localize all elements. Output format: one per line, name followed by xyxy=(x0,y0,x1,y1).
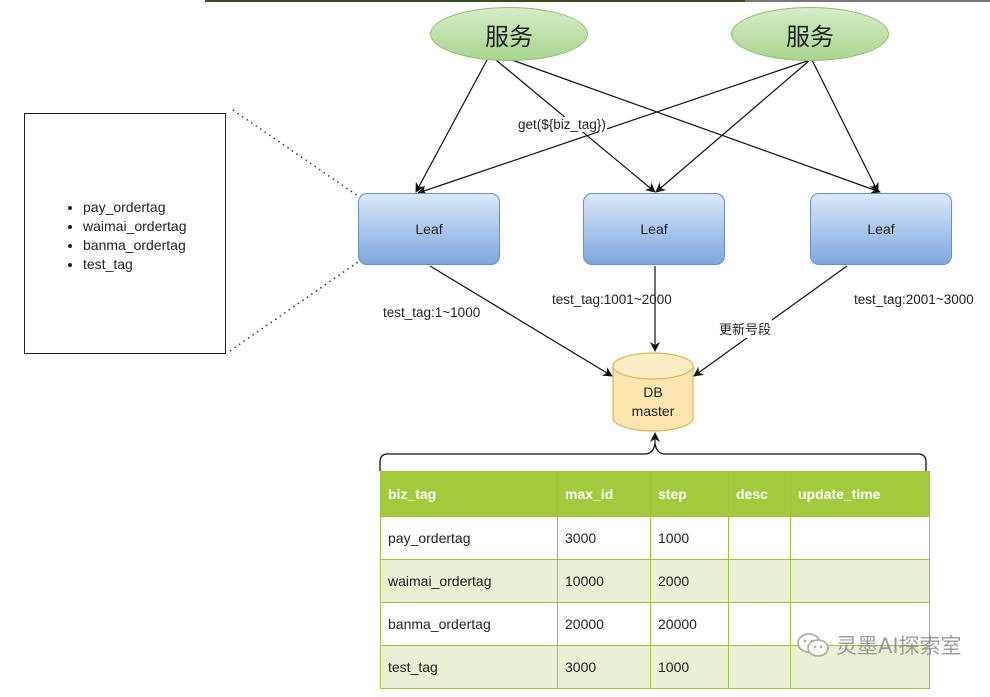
column-header: max_id xyxy=(557,471,651,517)
table-cell: test_tag xyxy=(380,645,558,689)
list-item: waimai_ordertag xyxy=(83,217,187,236)
top-border-gray xyxy=(745,0,990,2)
edge-leaf1-db xyxy=(429,265,613,377)
table-header-row: biz_tag max_id step desc update_time xyxy=(380,471,930,517)
column-header: update_time xyxy=(790,471,930,517)
leaf-label: Leaf xyxy=(867,221,895,237)
biz-tag-list: pay_ordertag waimai_ordertag banma_order… xyxy=(63,198,187,274)
edge-svc2-leaf3 xyxy=(811,59,879,193)
column-header: step xyxy=(650,471,729,517)
service-node-2: 服务 xyxy=(731,7,889,61)
edge-label-update-segment: 更新号段 xyxy=(718,319,773,338)
table-cell: 3000 xyxy=(557,645,651,689)
list-item: test_tag xyxy=(83,255,187,274)
edge-svc2-leaf1 xyxy=(417,59,811,195)
database-cylinder-icon xyxy=(612,352,694,432)
table-cell: waimai_ordertag xyxy=(380,559,558,603)
table-cell xyxy=(728,516,791,560)
edge-label-leaf2-range: test_tag:1001~2000 xyxy=(552,292,672,307)
leaf-node-3: Leaf xyxy=(810,193,952,265)
database-label: DB master xyxy=(612,383,694,421)
edge-label-leaf1-range: test_tag:1~1000 xyxy=(382,305,482,320)
column-header: desc xyxy=(728,471,791,517)
table-cell xyxy=(790,516,930,560)
edge-label-get: get(${biz_tag}) xyxy=(517,117,607,132)
table-cell: 3000 xyxy=(557,516,651,560)
table-cell xyxy=(728,602,791,646)
leaf-label: Leaf xyxy=(640,221,668,237)
table-row: test_tag 3000 1000 xyxy=(380,645,930,689)
table-row: waimai_ordertag 10000 2000 xyxy=(380,559,930,603)
service-node-1: 服务 xyxy=(430,7,588,61)
table-cell xyxy=(790,645,930,689)
table-cell: 10000 xyxy=(557,559,651,603)
dotted-connector-bottom xyxy=(229,261,359,352)
leaf-node-1: Leaf xyxy=(358,193,500,265)
edge-label-leaf3-range: test_tag:2001~3000 xyxy=(853,292,975,307)
leaf-alloc-table: biz_tag max_id step desc update_time pay… xyxy=(380,471,930,689)
watermark-text: 灵墨AI探索室 xyxy=(836,634,962,658)
table-cell: 1000 xyxy=(650,645,729,689)
leaf-label: Leaf xyxy=(415,221,443,237)
watermark: 灵墨AI探索室 xyxy=(796,630,962,660)
table-cell: 20000 xyxy=(557,602,651,646)
database-label-line2: master xyxy=(631,403,675,419)
service-label: 服务 xyxy=(786,22,834,51)
dotted-connector-top xyxy=(232,109,359,197)
edge-svc1-leaf1 xyxy=(415,59,488,193)
table-cell xyxy=(728,645,791,689)
list-item: pay_ordertag xyxy=(83,198,187,217)
database-label-line1: DB xyxy=(643,384,663,400)
table-cell: 1000 xyxy=(650,516,729,560)
column-header: biz_tag xyxy=(380,471,558,517)
table-cell xyxy=(790,559,930,603)
table-cell: banma_ordertag xyxy=(380,602,558,646)
table-brace xyxy=(379,443,927,471)
table-row: pay_ordertag 3000 1000 xyxy=(380,516,930,560)
biz-tag-list-box: pay_ordertag waimai_ordertag banma_order… xyxy=(24,113,226,354)
list-item: banma_ordertag xyxy=(83,236,187,255)
service-label: 服务 xyxy=(485,22,533,51)
table-cell xyxy=(728,559,791,603)
wechat-icon xyxy=(797,633,829,657)
top-border-accent xyxy=(205,0,745,2)
table-cell: 20000 xyxy=(650,602,729,646)
table-row: banma_ordertag 20000 20000 xyxy=(380,602,930,646)
leaf-node-2: Leaf xyxy=(583,193,725,265)
table-cell: pay_ordertag xyxy=(380,516,558,560)
edge-svc2-leaf2 xyxy=(655,59,811,193)
table-cell: 2000 xyxy=(650,559,729,603)
edge-svc1-leaf3 xyxy=(511,59,881,194)
